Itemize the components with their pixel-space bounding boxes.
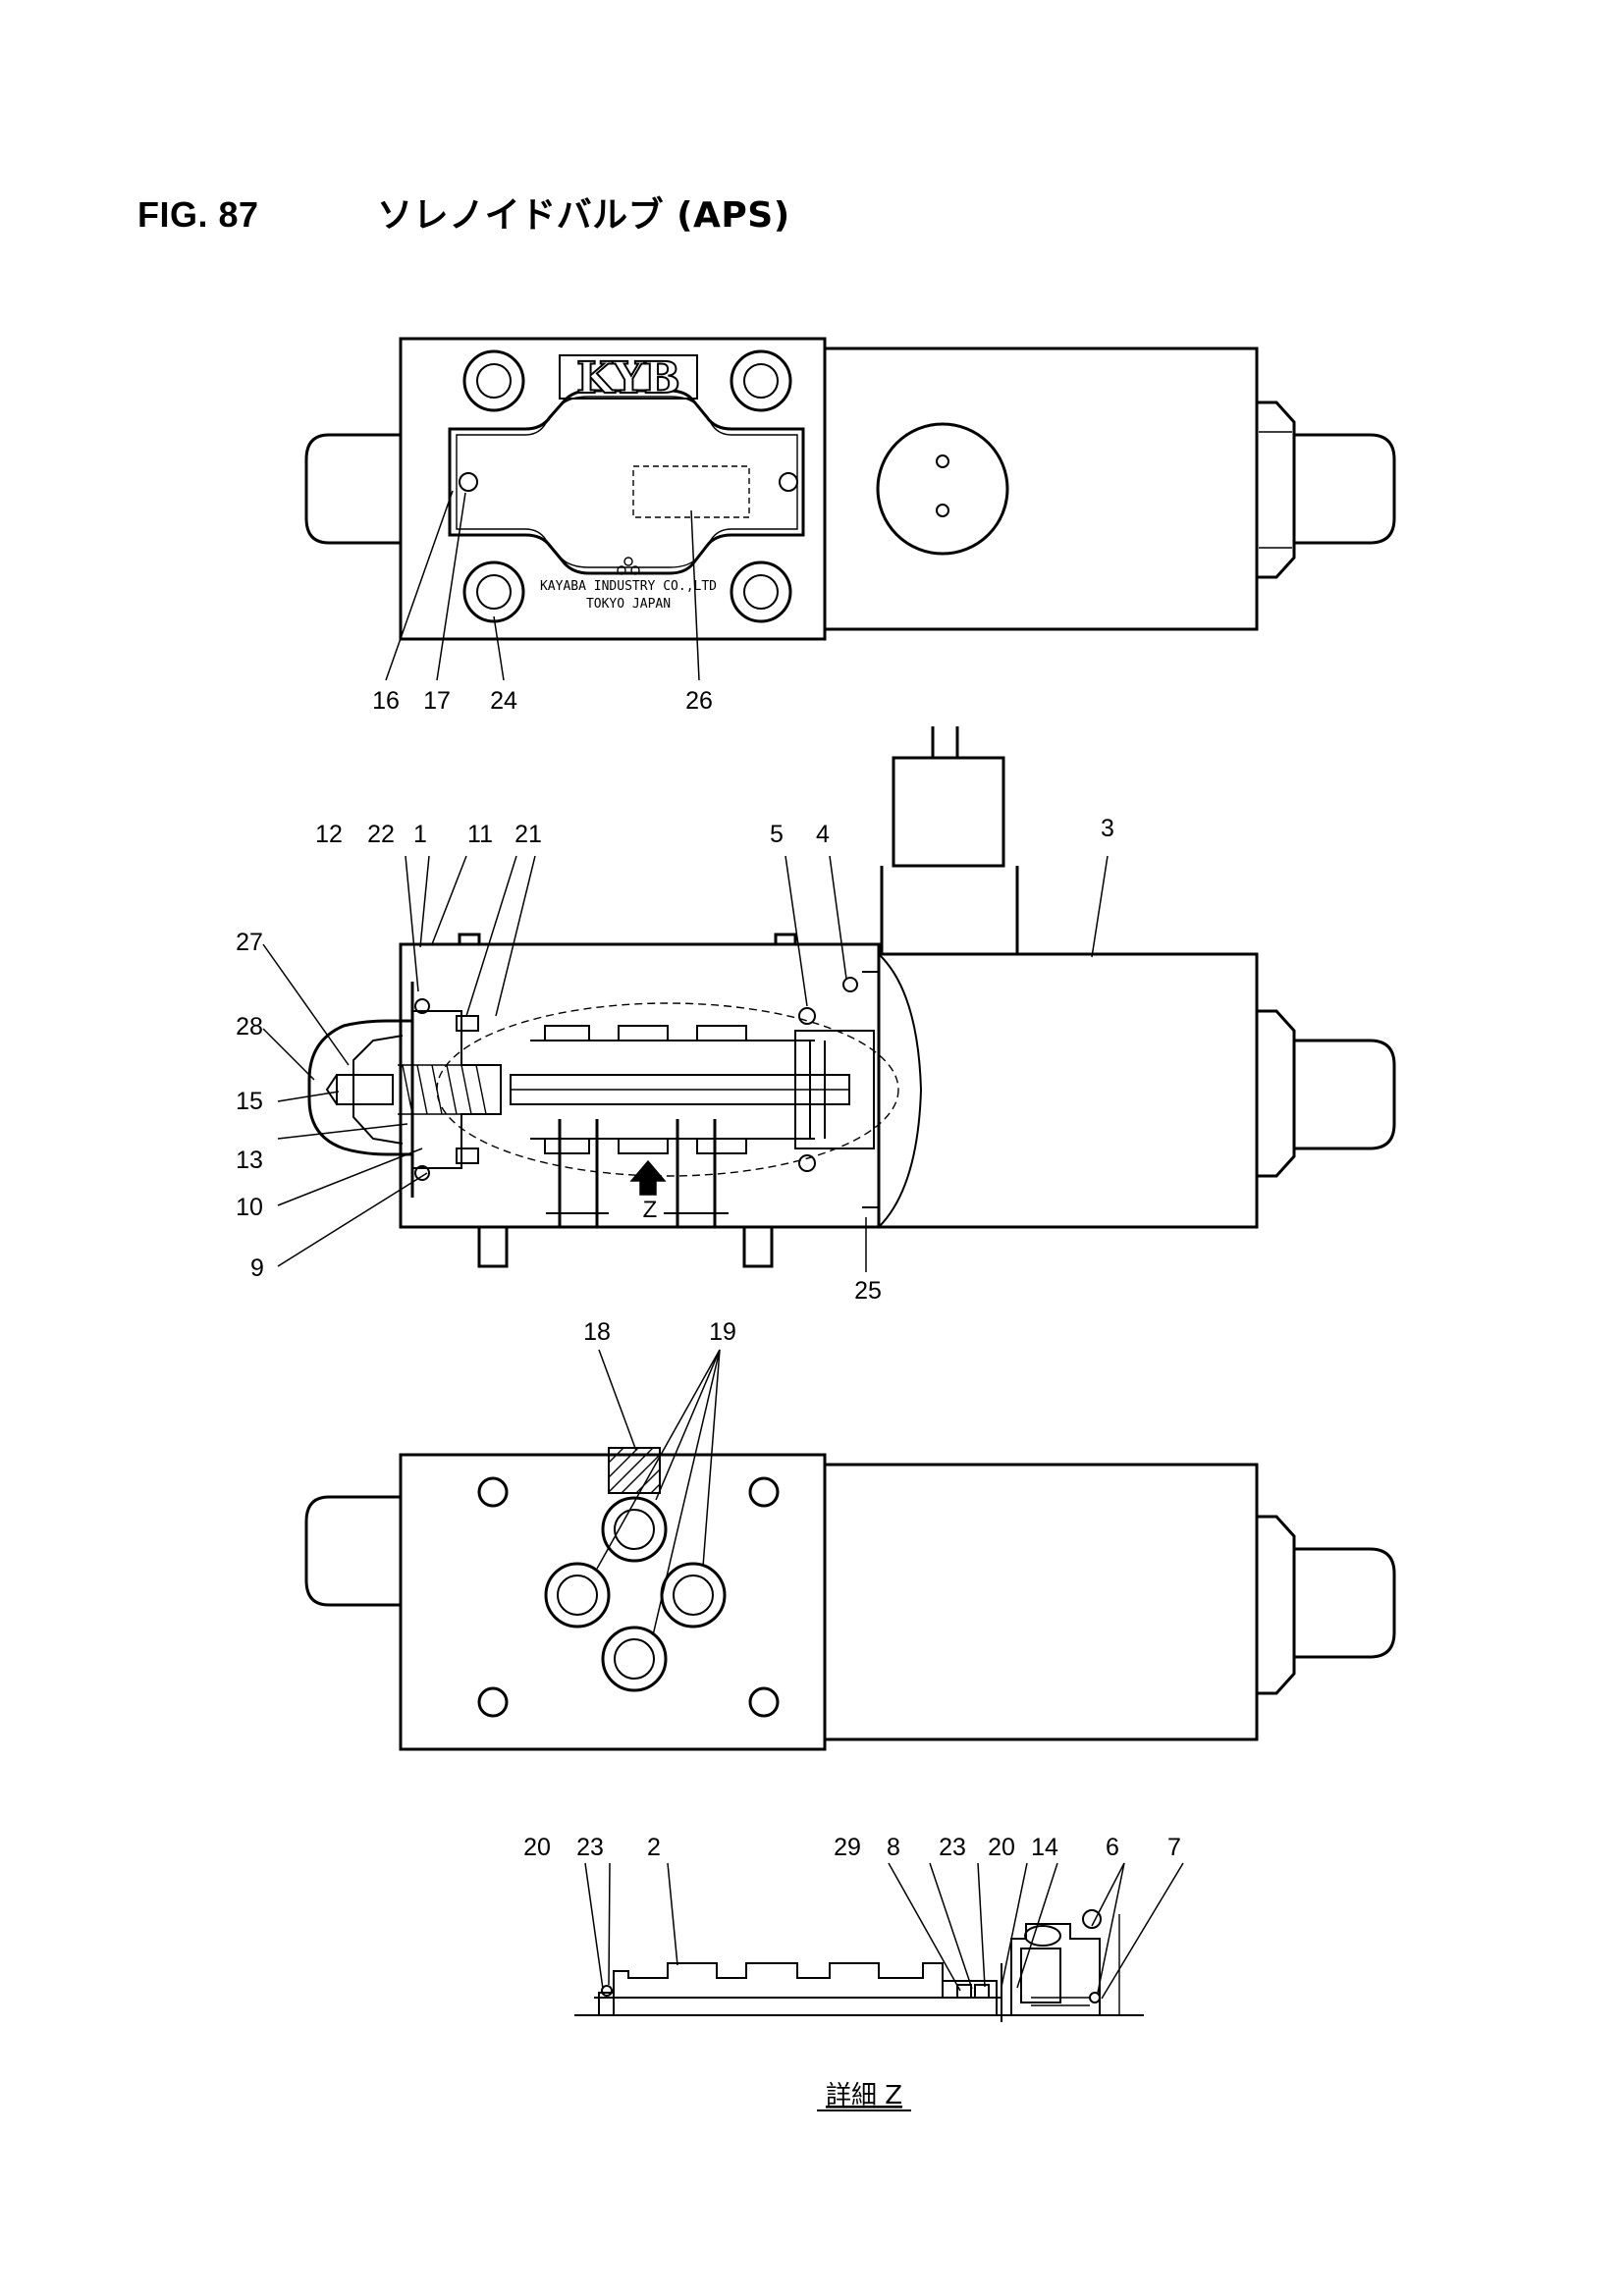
- port-t: [601, 1626, 668, 1692]
- callout-9: 9: [250, 1255, 264, 1282]
- detail-callout-20b: 20: [988, 1834, 1015, 1861]
- port-a: [544, 1562, 611, 1629]
- callout-11: 11: [467, 821, 493, 848]
- detail-z-view: 20 23 2 29 8 23 20 14 6 7 詳細 Z: [523, 1834, 1184, 2111]
- bolt-top-left: [462, 349, 525, 412]
- detail-callout-14: 14: [1031, 1834, 1058, 1861]
- callout-27: 27: [236, 929, 263, 956]
- callout-28: 28: [236, 1013, 263, 1041]
- callout-18: 18: [583, 1318, 611, 1346]
- port-p: [601, 1496, 668, 1563]
- callout-22: 22: [367, 821, 395, 848]
- detail-callout-6: 6: [1106, 1834, 1119, 1861]
- top-view: KYB KAYABA INDUSTRY CO.,LTD TOKYO JAPAN …: [304, 337, 1396, 715]
- callout-26: 26: [685, 687, 713, 715]
- callout-13: 13: [236, 1147, 263, 1174]
- callout-15: 15: [236, 1088, 263, 1115]
- callout-24: 24: [490, 687, 517, 715]
- detail-caption: 詳細 Z: [826, 2081, 902, 2110]
- detail-callout-8: 8: [887, 1834, 900, 1861]
- callout-17: 17: [423, 687, 451, 715]
- nameplate-line1: KAYABA INDUSTRY CO.,LTD: [540, 579, 717, 594]
- callout-3: 3: [1101, 815, 1114, 842]
- kayaba-logo: [617, 557, 640, 575]
- callout-25: 25: [854, 1277, 882, 1305]
- detail-callout-23b: 23: [939, 1834, 966, 1861]
- figure-number: FIG. 87: [137, 194, 259, 235]
- bolt-bottom-left: [462, 561, 525, 623]
- callout-21: 21: [514, 821, 542, 848]
- detail-callout-2: 2: [647, 1834, 661, 1861]
- callout-4: 4: [816, 821, 830, 848]
- callout-10: 10: [236, 1194, 263, 1221]
- section-view: Z 12 22 1 11 21 5 4 3 27 28 15 13 10 9 2…: [236, 726, 1396, 1305]
- bolt-top-right: [730, 349, 792, 412]
- callout-1: 1: [413, 821, 427, 848]
- bolt-bottom-right: [730, 561, 792, 623]
- detail-callout-7: 7: [1167, 1834, 1181, 1861]
- port-b: [660, 1562, 727, 1629]
- callout-5: 5: [770, 821, 784, 848]
- callout-19: 19: [709, 1318, 736, 1346]
- z-arrow-label: Z: [643, 1197, 658, 1223]
- detail-callout-23a: 23: [576, 1834, 604, 1861]
- figure-heading: FIG. 87 ソレノイドバルブ (APS): [137, 187, 790, 238]
- detail-callout-20a: 20: [523, 1834, 551, 1861]
- callout-16: 16: [372, 687, 400, 715]
- figure-title: ソレノイドバルブ (APS): [377, 195, 790, 236]
- kyb-logo: KYB: [576, 353, 680, 403]
- nameplate-line2: TOKYO JAPAN: [586, 597, 671, 612]
- callout-12: 12: [315, 821, 343, 848]
- bottom-view: 18 19: [304, 1318, 1396, 1751]
- detail-callout-29: 29: [834, 1834, 861, 1861]
